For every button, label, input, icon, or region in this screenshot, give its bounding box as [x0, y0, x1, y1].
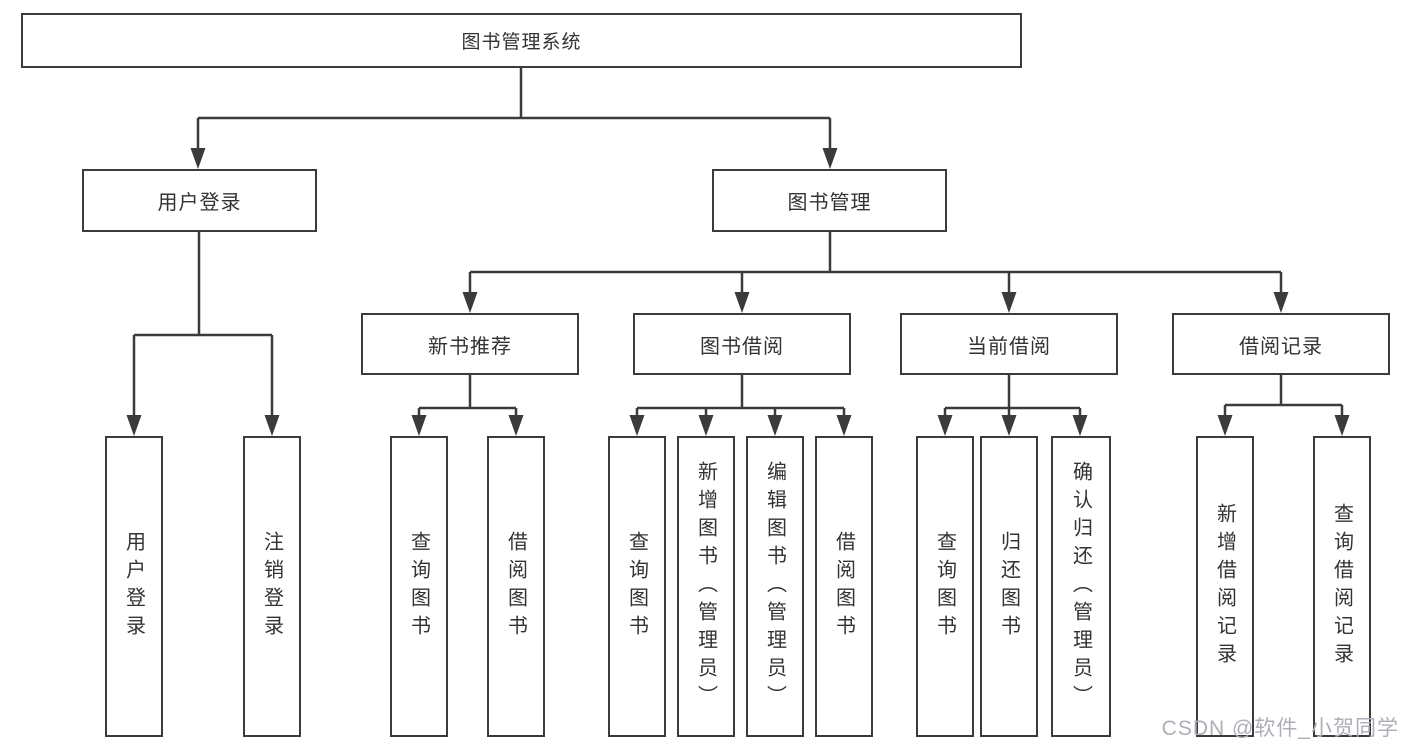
- node-cb-confirm-return-admin: 确认归还（管理员）: [1051, 436, 1111, 737]
- node-br-add-record: 新增借阅记录: [1196, 436, 1254, 737]
- node-current-borrowing: 当前借阅: [900, 313, 1118, 375]
- node-book-borrowing: 图书借阅: [633, 313, 851, 375]
- node-borrowing-records: 借阅记录: [1172, 313, 1390, 375]
- node-leaf-user-login: 用户登录: [105, 436, 163, 737]
- node-cb-return-books: 归还图书: [980, 436, 1038, 737]
- node-book-management: 图书管理: [712, 169, 947, 232]
- node-cb-query-books: 查询图书: [916, 436, 974, 737]
- node-bb-add-books-admin: 新增图书（管理员）: [677, 436, 735, 737]
- node-new-book-recommend: 新书推荐: [361, 313, 579, 375]
- arrowhead-icons: [126, 148, 1350, 436]
- node-user-login: 用户登录: [82, 169, 317, 232]
- node-bb-query-books: 查询图书: [608, 436, 666, 737]
- node-nbr-borrow-books: 借阅图书: [487, 436, 545, 737]
- node-nbr-query-books: 查询图书: [390, 436, 448, 737]
- node-library-management-system: 图书管理系统: [21, 13, 1022, 68]
- node-bb-edit-books-admin: 编辑图书（管理员）: [746, 436, 804, 737]
- node-br-query-record: 查询借阅记录: [1313, 436, 1371, 737]
- csdn-watermark: CSDN @软件_小贺同学: [1161, 717, 1399, 740]
- node-leaf-logout: 注销登录: [243, 436, 301, 737]
- node-bb-borrow-books: 借阅图书: [815, 436, 873, 737]
